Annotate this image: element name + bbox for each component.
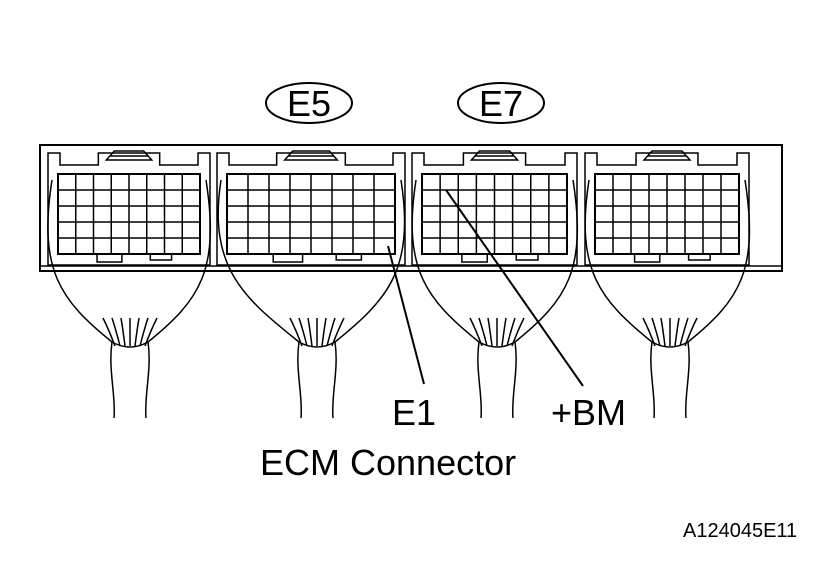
wire-harness-4 [584,179,751,419]
leader-line-bm [445,189,584,387]
pin-label-bm: +BM [551,392,626,433]
connector-block-1 [47,150,211,266]
connector-blocks [47,150,750,266]
connector-tag-e7: E7 [457,82,545,124]
leader-lines [387,189,584,387]
connector-block-4 [584,150,750,266]
wire-harness-3 [411,179,579,419]
connector-tag-e5-label: E5 [287,83,331,124]
connector-housing [39,144,783,272]
diagram-caption: ECM Connector [260,442,516,483]
wire-harness-1 [47,179,212,419]
connector-block-3 [411,150,578,266]
pin-label-e1: E1 [392,392,436,433]
leader-line-e1 [387,245,425,385]
figure-id: A124045E11 [683,520,797,542]
connector-block-2 [216,150,406,266]
wire-harnesses [47,179,751,419]
wire-harness-2 [217,179,406,419]
connector-tag-e5: E5 [265,82,353,124]
connector-tag-e7-label: E7 [479,83,523,124]
